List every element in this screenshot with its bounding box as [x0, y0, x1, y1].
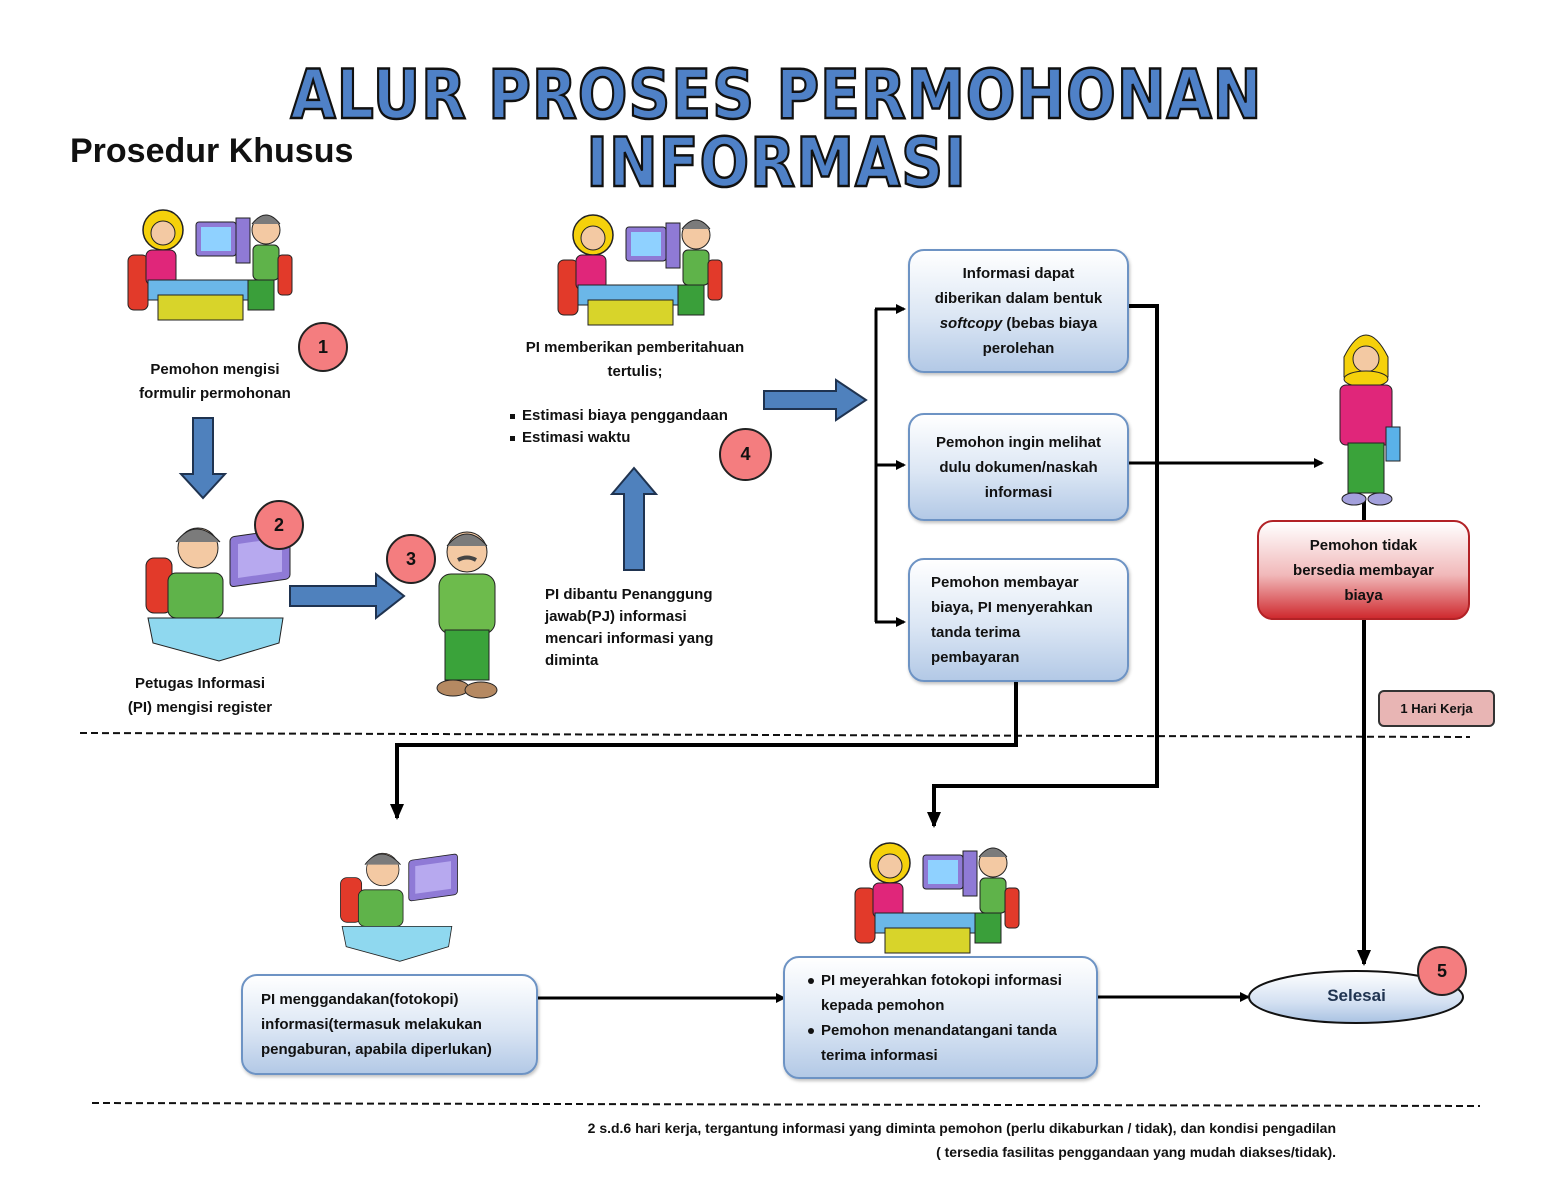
handover-bullet2-line1: Pemohon menandatangani tanda [821, 1021, 1057, 1039]
view-line1: Pemohon ingin melihat [935, 433, 1101, 451]
pay-line4: pembayaran [931, 649, 1020, 666]
block-arrow-up-3-4 [609, 466, 659, 571]
handover-bullet2-line2: terima informasi [821, 1046, 938, 1064]
separator-line-1 [79, 732, 1471, 738]
step2-label-line2: (PI) mengisi register [127, 699, 273, 716]
illustration-officer-computer-2 [340, 852, 458, 962]
block-arrow-down-1-2 [178, 417, 228, 500]
step-badge-4: 4 [719, 428, 772, 481]
step2-label: Petugas Informasi (PI) mengisi register [100, 672, 300, 720]
handover-bullets: PI meyerahkan fotokopi informasi kepada … [807, 968, 1062, 1068]
pay-line1: Pemohon membayar [931, 574, 1079, 591]
step3-text: PI dibantu Penanggung jawab(PJ) informas… [545, 584, 745, 672]
step4-label: PI memberikan pemberitahuan tertulis; [505, 336, 765, 384]
step1-label-line2: formulir permohonan [139, 385, 291, 402]
connector-softcopy-to-handover [927, 304, 1159, 828]
step-badge-1: 1 [298, 322, 348, 372]
softcopy-line1: Informasi dapat [962, 265, 1075, 282]
refuse-line1: Pemohon tidak [1309, 536, 1418, 554]
option-box-view-first: Pemohon ingin melihat dulu dokumen/naska… [908, 413, 1129, 521]
block-arrow-right-4-options [763, 378, 868, 422]
illustration-responsible-person [436, 531, 498, 699]
subtitle: Prosedur Khusus [70, 132, 354, 170]
step-badge-2: 2 [254, 500, 304, 550]
handover-bullet1-line2: kepada pemohon [821, 996, 945, 1014]
step4-bullet: Estimasi waktu [508, 427, 728, 449]
handover-box: PI meyerahkan fotokopi informasi kepada … [783, 956, 1098, 1079]
illustration-applicant-officer-desk-2 [557, 214, 723, 326]
step4-bullets: Estimasi biaya penggandaan Estimasi wakt… [508, 405, 728, 449]
step3-text-line4: diminta [545, 652, 599, 669]
copy-line1: PI menggandakan(fotokopi) [261, 991, 459, 1008]
step-badge-3: 3 [386, 534, 436, 584]
footnote-line2: ( tersedia fasilitas penggandaan yang mu… [936, 1144, 1336, 1160]
pay-line2: biaya, PI menyerahkan [931, 599, 1093, 616]
separator-line-2 [91, 1102, 1481, 1107]
refuse-line2: bersedia membayar [1293, 561, 1434, 579]
step4-label-line2: tertulis; [607, 363, 663, 380]
illustration-applicant-officer-desk-1 [127, 209, 293, 321]
copy-box: PI menggandakan(fotokopi) informasi(term… [241, 974, 538, 1075]
step4-bullet: Estimasi biaya penggandaan [508, 405, 728, 427]
step-badge-5: 5 [1417, 946, 1467, 996]
handover-bullet-1: PI meyerahkan fotokopi informasi kepada … [807, 968, 1062, 1018]
view-line2: dulu dokumen/naskah [939, 458, 1098, 476]
softcopy-italic: softcopy [939, 315, 1003, 332]
option-box-refuse: Pemohon tidak bersedia membayar biaya [1257, 520, 1470, 620]
refuse-line3: biaya [1344, 586, 1383, 604]
option-box-pay: Pemohon membayar biaya, PI menyerahkan t… [908, 558, 1129, 682]
end-label: Selesai [1327, 986, 1386, 1005]
step1-label-line1: Pemohon mengisi [150, 361, 280, 378]
time-tag: 1 Hari Kerja [1378, 690, 1495, 727]
pay-line3: tanda terima [931, 624, 1021, 641]
end-ellipse [1248, 970, 1464, 1024]
step3-text-line2: jawab(PJ) informasi [545, 608, 687, 625]
softcopy-line3-rest: (bebas biaya [1002, 315, 1098, 332]
step3-text-line3: mencari informasi yang [545, 630, 714, 647]
step1-label: Pemohon mengisi formulir permohonan [110, 358, 320, 406]
step4-label-line1: PI memberikan pemberitahuan [525, 339, 745, 356]
footnote: 2 s.d.6 hari kerja, tergantung informasi… [400, 1116, 1336, 1164]
illustration-applicant-officer-desk-3 [854, 842, 1020, 954]
block-arrow-right-2-3 [289, 571, 406, 621]
step3-text-line1: PI dibantu Penanggung [545, 586, 713, 603]
copy-line3: pengaburan, apabila diperlukan) [261, 1041, 492, 1058]
handover-bullet-2: Pemohon menandatangani tanda terima info… [807, 1018, 1062, 1068]
footnote-line1: 2 s.d.6 hari kerja, tergantung informasi… [587, 1120, 1336, 1136]
view-line3: informasi [984, 483, 1053, 501]
main-title: ALUR PROSES PERMOHONAN INFORMASI [289, 56, 1263, 203]
handover-bullet1-line1: PI meyerahkan fotokopi informasi [821, 971, 1062, 989]
softcopy-line3: softcopy (bebas biaya [935, 311, 1103, 336]
softcopy-line2: diberikan dalam bentuk [934, 290, 1103, 307]
option-box-softcopy: Informasi dapat diberikan dalam bentuk s… [908, 249, 1129, 373]
softcopy-line4: perolehan [982, 340, 1055, 357]
step2-label-line1: Petugas Informasi [134, 675, 266, 692]
copy-line2: informasi(termasuk melakukan [261, 1016, 482, 1033]
illustration-applicant-standing [1339, 334, 1401, 506]
connector-pay-to-copy [390, 682, 1018, 820]
